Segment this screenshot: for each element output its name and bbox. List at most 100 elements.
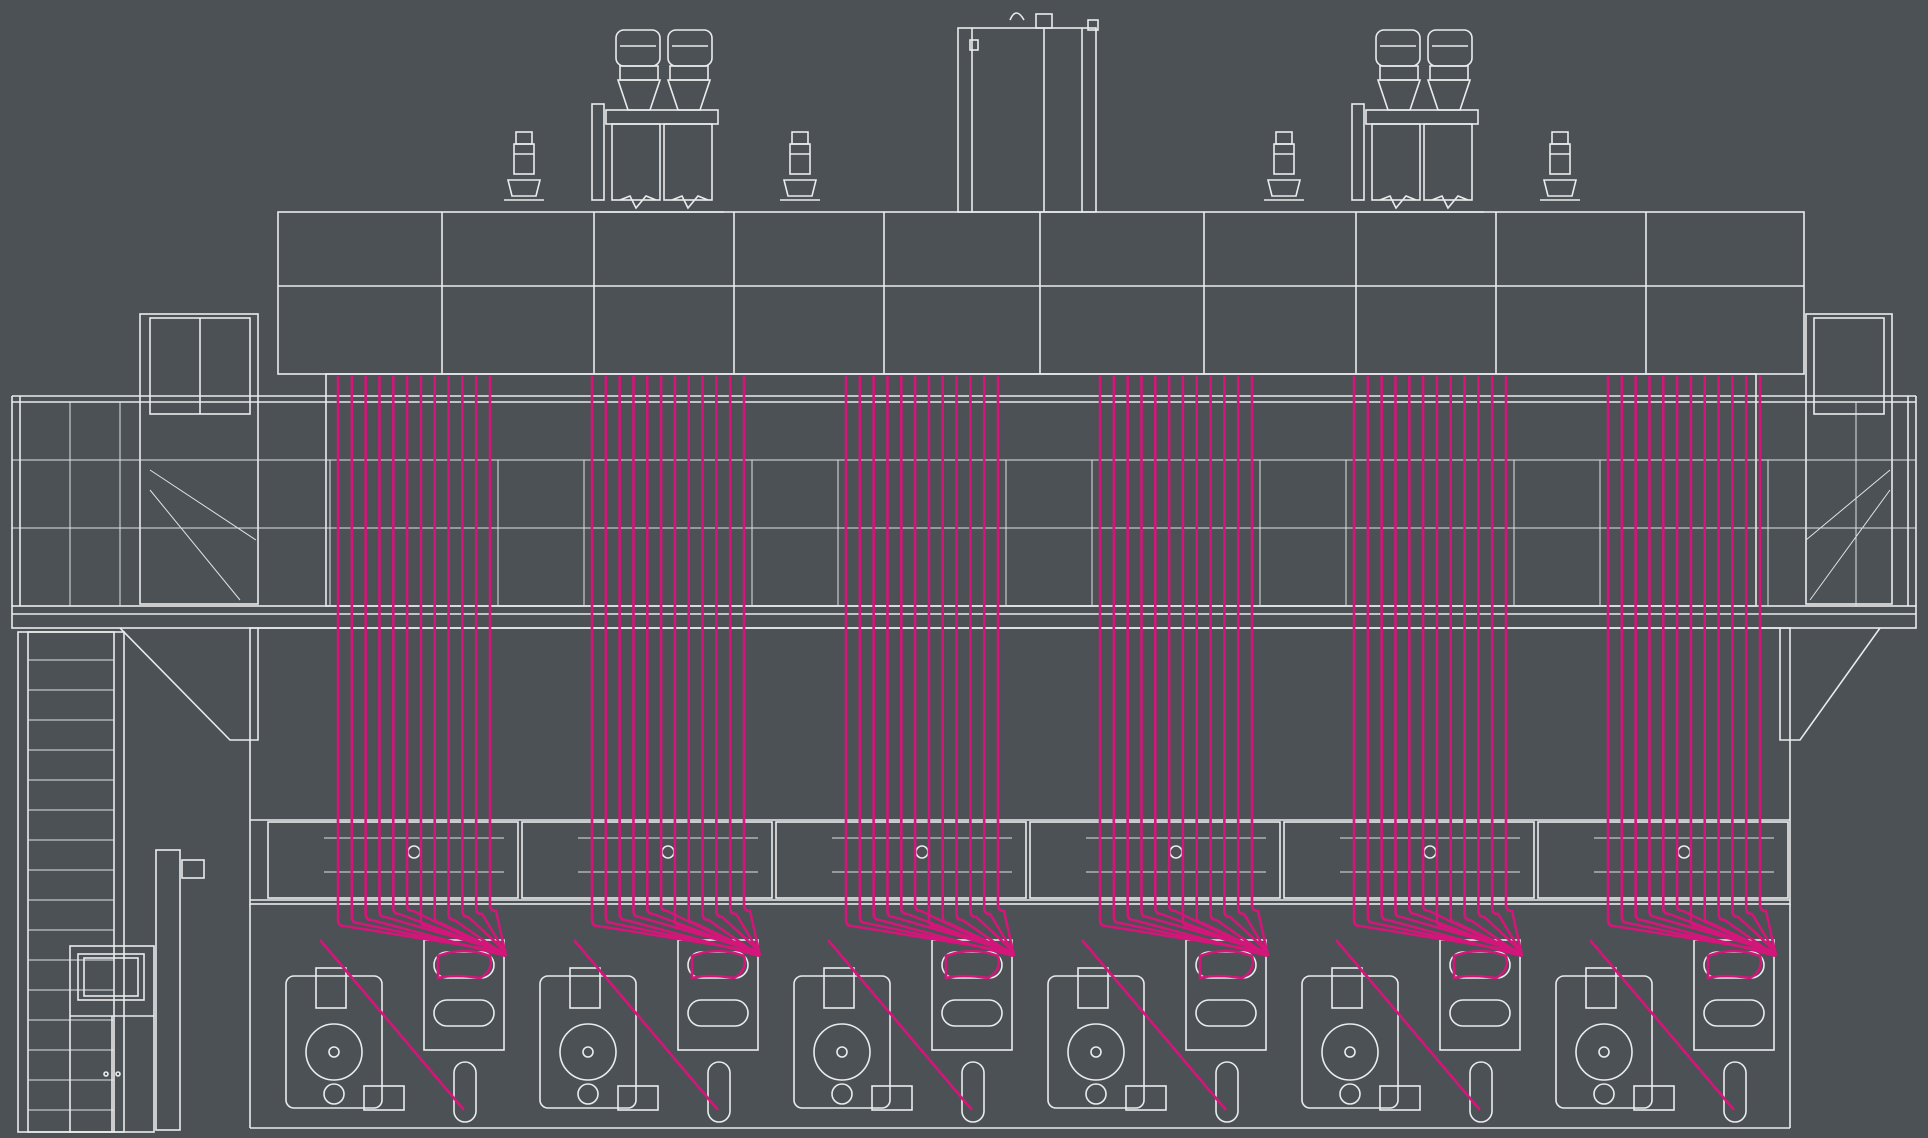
winder-icon [539, 975, 637, 1109]
godet-box [931, 939, 1013, 1051]
thread-line [1407, 376, 1523, 956]
guide-roller [1677, 845, 1691, 859]
drive-box [363, 1085, 405, 1111]
winder-hub [836, 1046, 848, 1058]
traverse-guide [1723, 1061, 1747, 1123]
winder-drum [1067, 1023, 1125, 1081]
thread-line [1463, 376, 1523, 958]
thread-line [1731, 376, 1777, 953]
thread-line [488, 376, 508, 957]
thread-line [1648, 376, 1777, 954]
thread-line [715, 376, 761, 953]
quench-panel [1599, 459, 1769, 607]
thread-line [1335, 939, 1481, 1111]
thread-line [632, 376, 761, 954]
winder-head [1585, 967, 1617, 1009]
guide-roller [1169, 845, 1183, 859]
winder-hub [328, 1046, 340, 1058]
thread-line [1421, 376, 1523, 958]
guide-roller [1423, 845, 1437, 859]
thread-wrap [1452, 949, 1509, 980]
quench-panel [329, 459, 499, 607]
thread-line [1236, 376, 1270, 955]
traverse-guide [1469, 1061, 1493, 1123]
winder-drum [1321, 1023, 1379, 1081]
thread-line [1620, 376, 1777, 956]
thread-line [1504, 376, 1524, 957]
thread-line [1126, 376, 1269, 958]
thread-line [1606, 376, 1777, 954]
winder-head [315, 967, 347, 1009]
godet-box [1693, 939, 1775, 1051]
winder-hub [582, 1046, 594, 1058]
quench-panel [1091, 459, 1261, 607]
thread-line [336, 376, 507, 954]
thread-line [1380, 376, 1523, 958]
winder-roll [1085, 1083, 1107, 1105]
thread-line [913, 376, 1015, 958]
thread-line [941, 376, 1015, 956]
thread-line [1703, 376, 1777, 956]
godet-box [677, 939, 759, 1051]
thread-line [364, 376, 507, 958]
thread-wrap [436, 949, 493, 980]
drive-box [871, 1085, 913, 1111]
traverse-guide [1215, 1061, 1239, 1123]
winder-section [249, 904, 1791, 1129]
winder-head [569, 967, 601, 1009]
winder-drum [305, 1023, 363, 1081]
thread-wrap [1706, 949, 1763, 980]
winder-hub [1344, 1046, 1356, 1058]
winder-drum [813, 1023, 871, 1081]
thread-line [1634, 376, 1777, 958]
thread-line [858, 376, 1015, 956]
winder-roll [1339, 1083, 1361, 1105]
drive-box [1125, 1085, 1167, 1111]
thread-line [1153, 376, 1269, 956]
winder-roll [1593, 1083, 1615, 1105]
spinning-position [1283, 376, 1535, 1123]
thread-line [1181, 376, 1269, 954]
thread-line [1589, 939, 1735, 1111]
thread-line [673, 376, 761, 954]
winder-roll [831, 1083, 853, 1105]
thread-line [844, 376, 1015, 954]
godet-box [1439, 939, 1521, 1051]
spinning-position [267, 376, 519, 1123]
thread-line [899, 376, 1015, 956]
godet-roll-icon [687, 999, 749, 1027]
thread-line [1352, 376, 1523, 954]
thread-wrap [1198, 949, 1255, 980]
godet-box [1185, 939, 1267, 1051]
thread-line [1490, 376, 1524, 955]
spinning-position [1537, 376, 1789, 1123]
thread-line [618, 376, 761, 958]
thread-line [1717, 376, 1777, 958]
thread-line [742, 376, 762, 957]
winder-head [823, 967, 855, 1009]
thread-line [701, 376, 761, 958]
thread-line [1098, 376, 1269, 954]
thread-line [1167, 376, 1269, 958]
spinning-position [775, 376, 1027, 1123]
thread-line [872, 376, 1015, 958]
thread-line [969, 376, 1015, 953]
godet-roll-icon [941, 999, 1003, 1027]
thread-line [1250, 376, 1270, 957]
thread-line [350, 376, 507, 956]
thread-line [827, 939, 973, 1111]
thread-line [728, 376, 762, 955]
winder-drum [559, 1023, 617, 1081]
thread-wrap [944, 949, 1001, 980]
quench-chambers [249, 373, 1791, 905]
staircase-icon [17, 631, 125, 1133]
winder-hub [1598, 1046, 1610, 1058]
spinning-position [521, 376, 773, 1123]
thread-line [1112, 376, 1269, 956]
thread-line [590, 376, 761, 954]
thread-line [1140, 376, 1269, 954]
thread-line [447, 376, 507, 958]
drive-box [1633, 1085, 1675, 1111]
thread-line [433, 376, 507, 956]
thread-line [927, 376, 1015, 954]
